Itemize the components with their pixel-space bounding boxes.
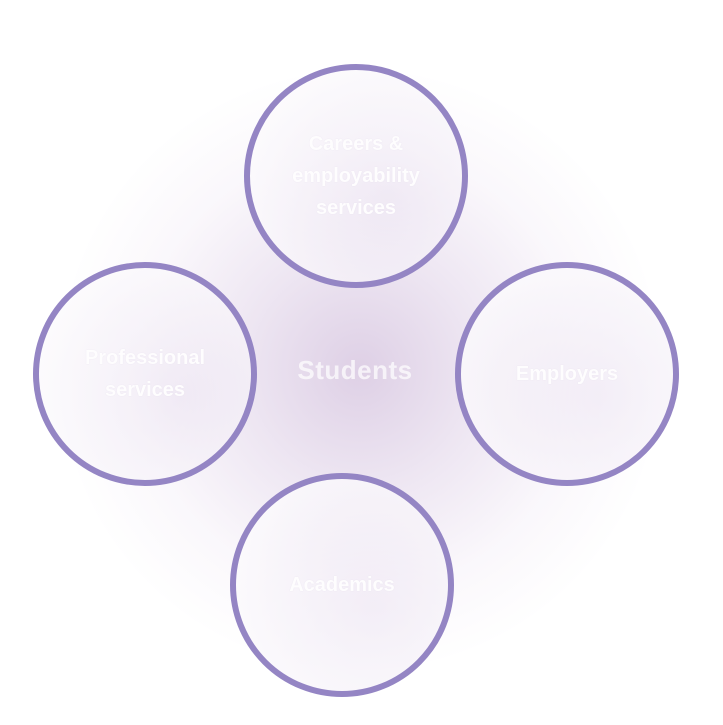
node-label: Careers & employability services: [292, 133, 420, 219]
node-academics: Academics: [230, 473, 454, 697]
node-careers-employability: Careers & employability services: [244, 64, 468, 288]
node-label: Professional services: [84, 347, 206, 401]
node-label: Employers: [515, 363, 619, 385]
node-professional-services: Professional services: [33, 262, 257, 486]
center-label-students: Students: [297, 355, 413, 385]
node-label: Academics: [289, 574, 395, 596]
node-employers: Employers: [455, 262, 679, 486]
